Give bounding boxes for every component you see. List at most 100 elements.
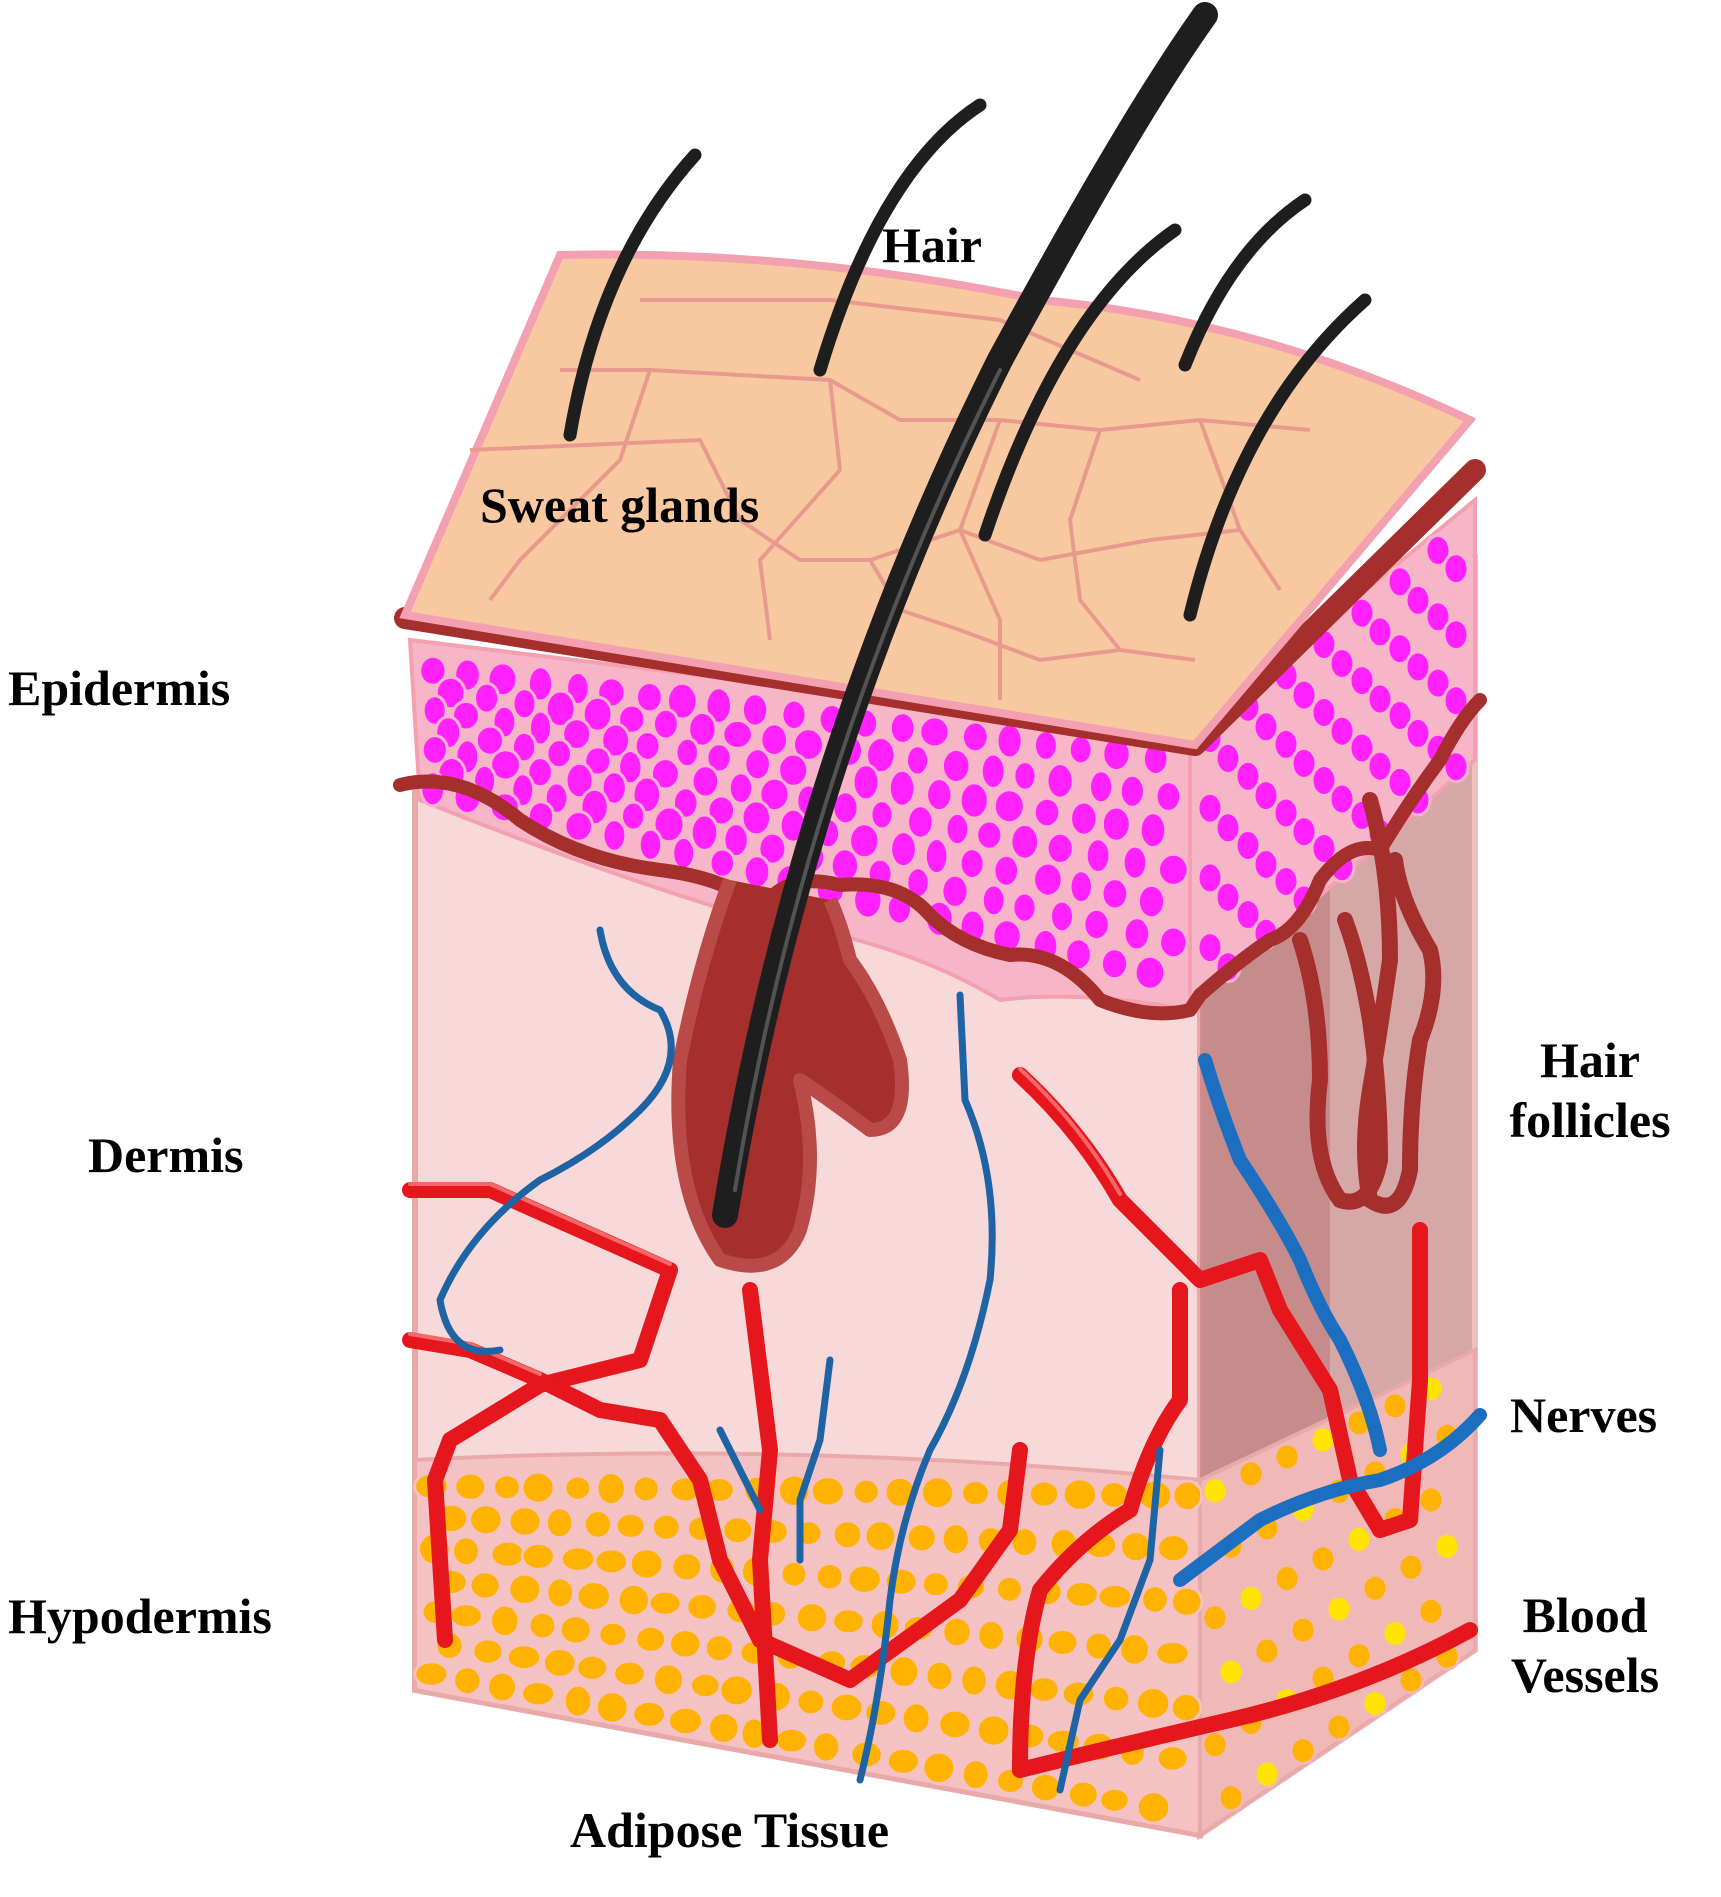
epidermis-cell xyxy=(1032,861,1064,898)
fat-cell xyxy=(1289,1736,1317,1766)
epidermis-cell xyxy=(1442,684,1470,718)
epidermis-cell xyxy=(511,687,538,721)
fat-cell xyxy=(544,1506,575,1540)
label-hypodermis: Hypodermis xyxy=(8,1588,272,1644)
fat-cell xyxy=(1155,1744,1190,1773)
fat-cell xyxy=(920,1570,951,1599)
fat-cell xyxy=(1061,1477,1099,1512)
fat-cell xyxy=(562,1683,594,1719)
label-hair-follicles: Hair follicles xyxy=(1475,1030,1705,1150)
fat-cell xyxy=(1345,1641,1373,1671)
epidermis-cell xyxy=(848,822,881,860)
epidermis-cell xyxy=(780,698,808,731)
fat-cell xyxy=(505,1643,543,1672)
epidermis-cell xyxy=(958,847,986,881)
fat-cell xyxy=(594,1690,630,1725)
epidermis-cell xyxy=(674,736,701,769)
epidermis-cell xyxy=(1100,877,1130,911)
epidermis-cell xyxy=(649,757,681,791)
epidermis-cell xyxy=(600,770,628,806)
nerves-group xyxy=(436,926,1164,1794)
epidermis-cell xyxy=(759,722,790,758)
epidermis-cell xyxy=(489,748,522,782)
epidermis-cell xyxy=(960,720,990,754)
epidermis-cell xyxy=(545,738,574,770)
fat-cell xyxy=(1171,1479,1204,1513)
fat-cell xyxy=(1098,1786,1131,1814)
fat-cell xyxy=(774,1726,809,1755)
epidermis-cell xyxy=(1045,831,1075,866)
epidermis-cell xyxy=(1011,891,1038,924)
fat-cell xyxy=(492,1473,522,1502)
epidermis-cell xyxy=(474,724,505,757)
fat-cell xyxy=(685,1591,719,1622)
epidermis-cell xyxy=(992,788,1026,825)
fat-cell xyxy=(647,1589,683,1617)
fat-cell xyxy=(1096,1582,1134,1611)
label-hair-follicles-line1: Hair xyxy=(1540,1032,1640,1088)
fat-cell xyxy=(1417,1485,1445,1515)
fat-cell xyxy=(941,1615,973,1649)
epidermis-cell xyxy=(1138,811,1168,850)
fat-cell xyxy=(831,1607,866,1636)
fat-cell xyxy=(905,1522,938,1554)
fat-cell xyxy=(1417,1596,1445,1626)
fat-cell xyxy=(937,1708,973,1741)
fat-cell xyxy=(452,1665,483,1697)
epidermis-cell xyxy=(1136,883,1167,920)
epidermis-cell xyxy=(1234,828,1262,862)
fat-cell xyxy=(863,1519,898,1553)
epidermis-cell xyxy=(689,813,720,852)
epidermis-cell xyxy=(666,681,699,721)
fat-cell xyxy=(1201,1476,1229,1506)
fat-cell xyxy=(995,1574,1024,1604)
fat-cell xyxy=(779,1559,809,1589)
fat-cell xyxy=(1045,1627,1080,1657)
label-blood-vessels-line1: Blood xyxy=(1522,1587,1648,1643)
epidermis-cell xyxy=(1122,916,1152,952)
epidermis-cell xyxy=(1442,750,1470,784)
fat-cell xyxy=(667,1705,705,1737)
epidermis-cell xyxy=(690,764,721,799)
epidermis-cell xyxy=(995,722,1024,760)
fat-cell xyxy=(1028,1771,1063,1804)
epidermis-cell xyxy=(851,763,881,802)
epidermis-cell xyxy=(1157,852,1190,887)
epidermis-cell xyxy=(1366,615,1394,649)
epidermis-cell xyxy=(1214,880,1242,914)
epidermis-cell xyxy=(1386,699,1414,732)
epidermis-cell xyxy=(1196,861,1224,895)
epidermis-cell xyxy=(1328,647,1356,680)
epidermis-cell xyxy=(563,810,595,843)
epidermis-cell xyxy=(1088,769,1115,805)
epidermis-cell xyxy=(1196,931,1224,965)
blood-vessels-group xyxy=(402,1067,1478,1778)
epidermis-cell xyxy=(1045,762,1075,800)
epidermis-cell xyxy=(1348,731,1376,765)
fat-cell xyxy=(1169,1585,1204,1618)
epidermis-cell xyxy=(1272,796,1300,830)
epidermis-cell xyxy=(1424,534,1452,567)
fat-cell xyxy=(1325,1594,1353,1624)
fat-cell xyxy=(810,1730,842,1764)
hair-follicle-side-2 xyxy=(1357,792,1442,1214)
epidermis-cell xyxy=(721,718,754,750)
epidermis-cell xyxy=(708,847,737,879)
fat-cell xyxy=(1397,1552,1425,1582)
epidermis-cell xyxy=(1118,773,1146,809)
epidermis-cell xyxy=(1386,565,1414,599)
epidermis-cell xyxy=(1290,815,1318,849)
epidermis-cell xyxy=(1067,734,1094,766)
fat-cell xyxy=(563,1474,593,1502)
epidermis-cell xyxy=(1049,899,1075,934)
epidermis-cell xyxy=(473,681,501,715)
epidermis-cell xyxy=(722,822,750,859)
epidermis-cell xyxy=(1082,907,1111,942)
fat-cell xyxy=(1273,1442,1301,1472)
fat-cell xyxy=(706,1711,741,1745)
epidermis-bottom-border xyxy=(393,693,1487,1021)
epidermis-cell xyxy=(757,831,788,866)
fat-cell xyxy=(651,1662,685,1697)
fat-cell xyxy=(1140,1584,1170,1615)
epidermis-cell xyxy=(418,654,448,687)
